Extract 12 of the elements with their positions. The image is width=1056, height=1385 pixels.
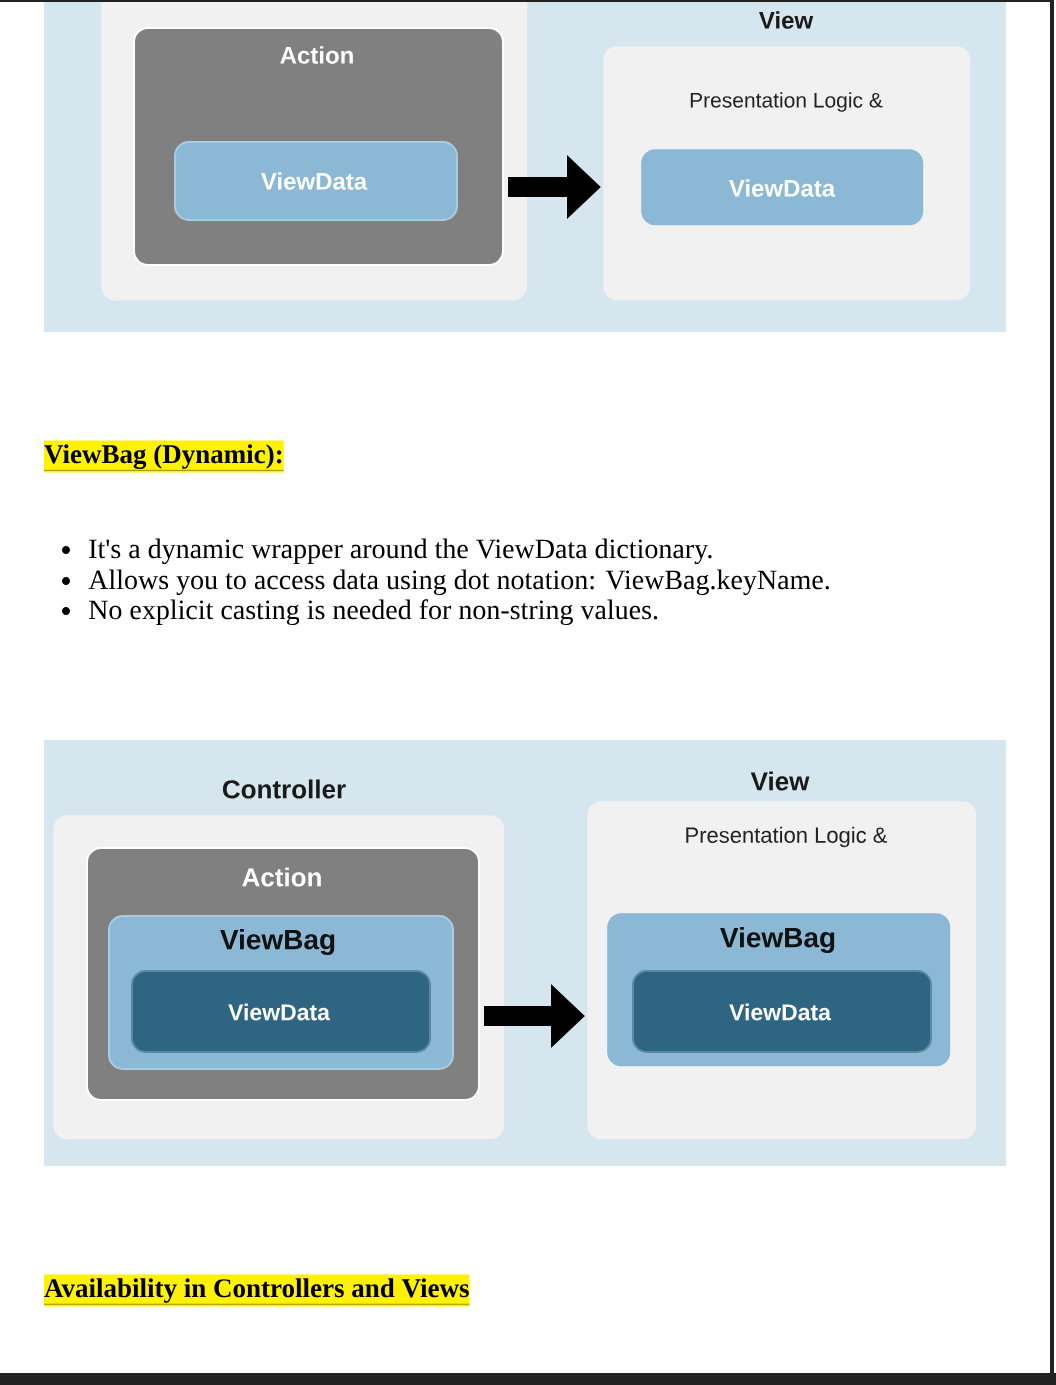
viewdata-box: ViewData	[641, 149, 924, 226]
bullet-text: It's a dynamic wrapper around the ViewData dictionary.	[89, 538, 712, 565]
bullet-text: Allows you to access data using dot notation: ViewBag.keyName.	[88, 569, 829, 596]
node-label: Controller	[222, 779, 346, 799]
viewdata-box: ViewData	[174, 141, 458, 221]
section-heading: ViewBag (Dynamic):	[43, 440, 284, 473]
node-label: View	[759, 11, 814, 29]
bullet-text: No explicit casting is needed for non-string values.	[89, 599, 658, 626]
viewdata-box: ViewData	[131, 970, 431, 1053]
section-heading: Availability in Controllers and Views	[43, 1274, 470, 1307]
viewdata-box: ViewData	[632, 970, 932, 1053]
node-label: View	[750, 771, 810, 791]
